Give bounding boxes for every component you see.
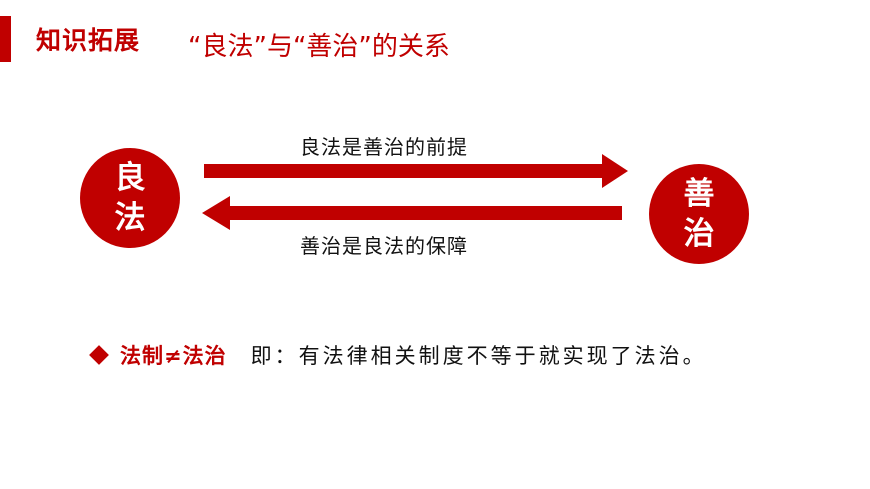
arrow-left-icon [202, 196, 622, 230]
node-good-law: 良 法 [80, 148, 180, 248]
arrow-forward-label: 良法是善治的前提 [300, 135, 468, 159]
note-line: 法制≠法治 即：有法律相关制度不等于就实现了法治。 [89, 340, 707, 370]
section-label: 知识拓展 [36, 26, 141, 55]
arrow-backward-label: 善治是良法的保障 [300, 234, 468, 258]
node-good-governance-char-1: 善 [683, 176, 715, 212]
note-explanation: 即：有法律相关制度不等于就实现了法治。 [250, 344, 707, 368]
page-title: “良法”与“善治”的关系 [188, 32, 450, 62]
diamond-icon [89, 345, 109, 365]
node-good-governance-char-2: 治 [683, 216, 715, 252]
header-accent-bar [0, 16, 11, 62]
node-good-law-char-1: 良 [114, 160, 146, 196]
arrow-right-icon [204, 154, 628, 188]
note-term: 法制≠法治 [120, 344, 227, 368]
node-good-law-char-2: 法 [114, 200, 146, 236]
node-good-governance: 善 治 [649, 164, 749, 264]
